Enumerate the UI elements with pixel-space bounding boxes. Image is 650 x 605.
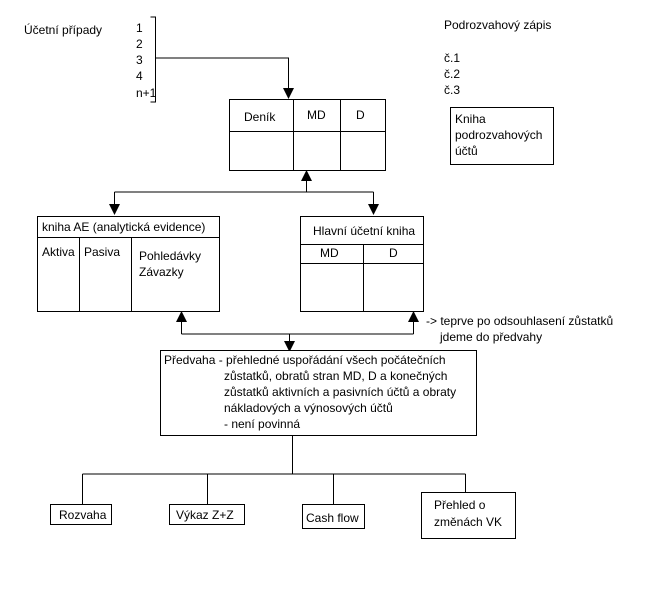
analytical-col-zavazky: Závazky [139, 265, 184, 279]
analytical-col-pohledavky: Pohledávky [139, 249, 202, 263]
reconciliation-note-line-1: -> teprve po odsouhlasení zůstatků [426, 314, 614, 328]
cases-to-journal-line [156, 57, 289, 90]
analytical-ledger-title: kniha AE (analytická evidence) [42, 220, 206, 234]
cases-label: Účetní případy [24, 23, 103, 37]
case-item-3: 3 [136, 53, 143, 67]
off-balance-book-line-1: Kniha [455, 112, 486, 126]
off-balance-book-box: Kniha podrozvahových účtů [450, 107, 554, 165]
arrow-up-journal [301, 170, 312, 181]
equity-changes-line-1: Přehled o [434, 498, 486, 512]
off-balance-title: Podrozvahový zápis [444, 18, 552, 32]
journal-col-denik: Deník [244, 110, 276, 124]
general-ledger-col-md: MD [320, 246, 339, 260]
off-balance-item-3: č.3 [444, 83, 461, 97]
general-ledger-table: Hlavní účetní kniha MD D [300, 216, 424, 312]
trial-balance-line-1: Předvaha - přehledné uspořádání všech po… [164, 353, 446, 367]
off-balance-book-line-2: podrozvahových [455, 128, 543, 142]
analytical-col-aktiva: Aktiva [42, 245, 75, 259]
arrow-down-ae [109, 204, 120, 215]
cash-flow-box: Cash flow [302, 504, 365, 529]
case-item-n: n+1 [136, 86, 157, 100]
income-statement-label: Výkaz Z+Z [176, 508, 234, 522]
analytical-ledger-table: kniha AE (analytická evidence) Aktiva Pa… [37, 216, 220, 312]
analytical-col-pasiva: Pasiva [84, 245, 121, 259]
trial-balance-box: Předvaha - přehledné uspořádání všech po… [160, 350, 477, 436]
trial-balance-line-3: zůstatků aktivních a pasivních účtů a ob… [224, 385, 457, 399]
arrow-down-trial [284, 341, 295, 352]
arrow-up-ae [176, 311, 187, 322]
arrow-down-hlavni [368, 204, 379, 215]
general-ledger-title: Hlavní účetní kniha [313, 224, 416, 238]
trial-balance-line-5: - není povinná [224, 417, 301, 431]
case-item-2: 2 [136, 37, 143, 51]
case-item-4: 4 [136, 69, 143, 83]
case-item-1: 1 [136, 21, 143, 35]
off-balance-book-line-3: účtů [455, 144, 478, 158]
equity-changes-box: Přehled o změnách VK [421, 492, 516, 539]
cases-bracket [150, 16, 156, 103]
journal-table: Deník MD D [229, 99, 386, 171]
off-balance-item-2: č.2 [444, 67, 461, 81]
journal-col-d: D [356, 108, 365, 122]
cash-flow-label: Cash flow [306, 511, 359, 525]
reconciliation-note-line-2: jdeme do předvahy [440, 330, 543, 344]
balance-sheet-label: Rozvaha [59, 508, 107, 522]
journal-col-md: MD [307, 108, 326, 122]
arrow-down-journal [283, 88, 294, 99]
off-balance-item-1: č.1 [444, 51, 461, 65]
arrow-up-hlavni [408, 311, 419, 322]
equity-changes-line-2: změnách VK [434, 515, 503, 529]
general-ledger-col-d: D [389, 246, 398, 260]
trial-balance-line-2: zůstatků, obratů stran MD, D a konečných [224, 369, 448, 383]
balance-sheet-box: Rozvaha [50, 504, 112, 525]
trial-balance-line-4: nákladových a výnosových účtů [224, 401, 393, 415]
income-statement-box: Výkaz Z+Z [169, 504, 245, 525]
